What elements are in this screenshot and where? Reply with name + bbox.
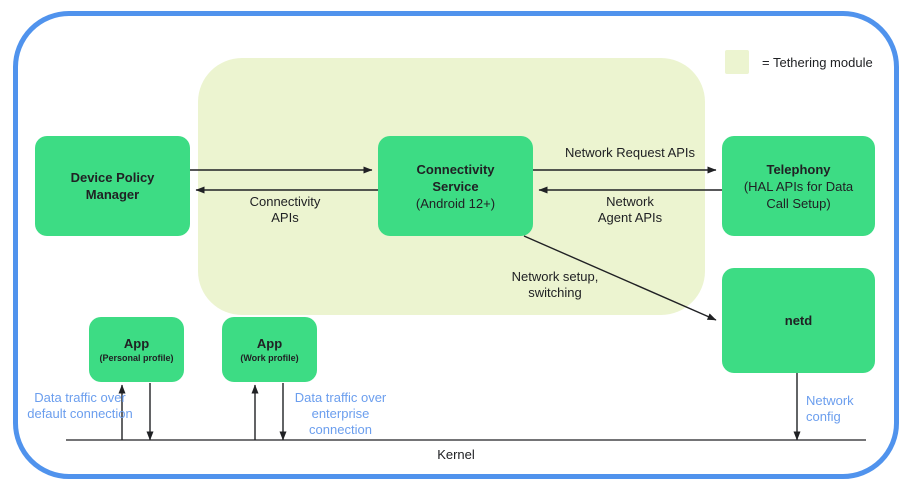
node-title: netd	[784, 313, 813, 328]
node-subtitle-line-1: (HAL APIs for Data	[743, 178, 854, 194]
legend: = Tethering module	[725, 50, 873, 74]
node-title: App	[123, 336, 150, 351]
node-subtitle: (Work profile)	[240, 353, 299, 363]
node-telephony[interactable]: Telephony (HAL APIs for Data Call Setup)	[722, 136, 875, 236]
legend-label-tethering: = Tethering module	[762, 54, 873, 70]
edge-label-data-traffic-default: Data traffic over default connection	[27, 390, 133, 421]
node-subtitle: (Android 12+)	[415, 195, 496, 211]
node-device-policy-manager[interactable]: Device Policy Manager	[35, 136, 190, 236]
node-subtitle: (Personal profile)	[99, 353, 174, 363]
legend-swatch-tethering	[725, 50, 749, 74]
node-title: Device Policy	[70, 170, 155, 185]
node-connectivity-service[interactable]: Connectivity Service (Android 12+)	[378, 136, 533, 236]
node-title: App	[256, 336, 283, 351]
arrow-connectivity-to-netd	[523, 235, 717, 321]
node-netd[interactable]: netd	[722, 268, 875, 373]
edge-label-network-setup-switching: Network setup, switching	[511, 269, 599, 300]
node-title: Telephony	[766, 161, 831, 177]
edge-label-network-config: Network config	[806, 393, 854, 424]
edge-label-network-agent-apis: Network Agent APIs	[597, 194, 663, 225]
node-title-second-line: Manager	[85, 187, 140, 202]
edge-label-connectivity-apis: Connectivity APIs	[249, 194, 321, 225]
edge-label-data-traffic-enterprise: Data traffic over enterprise connection	[294, 390, 387, 437]
node-app-work-profile[interactable]: App (Work profile)	[222, 317, 317, 382]
node-title-second-line: Service	[432, 178, 479, 194]
label-kernel: Kernel	[437, 447, 475, 462]
node-title: Connectivity	[416, 161, 495, 177]
node-app-personal-profile[interactable]: App (Personal profile)	[89, 317, 184, 382]
device-boundary-frame	[13, 11, 899, 479]
node-subtitle-line-2: Call Setup)	[766, 195, 831, 211]
edge-label-network-request-apis: Network Request APIs	[564, 145, 696, 160]
